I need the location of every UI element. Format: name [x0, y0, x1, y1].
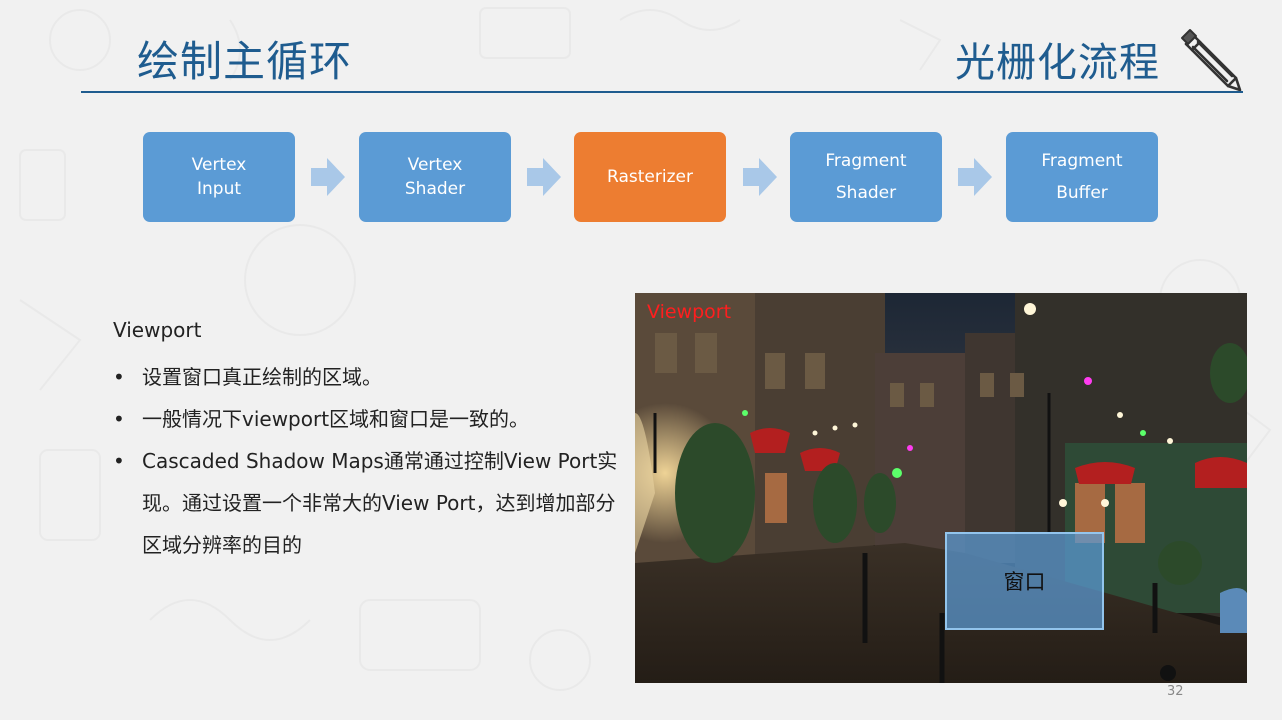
arrow-right-icon — [958, 158, 992, 196]
slide-title: 绘制主循环 — [137, 37, 353, 86]
bullet-icon: • — [113, 407, 125, 431]
bullet-text: 设置窗口真正绘制的区域。 — [142, 365, 382, 389]
viewport-illustration: Viewport 窗口 — [635, 293, 1247, 683]
page-number: 32 — [1167, 684, 1184, 699]
stage-vertex-shader: Vertex Shader — [359, 132, 511, 222]
bullet-icon: • — [113, 365, 125, 389]
viewport-label: Viewport — [647, 301, 732, 323]
bullet-text: Cascaded Shadow Maps通常通过控制View Port实现。通过… — [142, 449, 618, 557]
list-item: • 一般情况下viewport区域和窗口是一致的。 — [113, 398, 623, 440]
pencil-icon — [1181, 29, 1242, 92]
window-region: 窗口 — [945, 532, 1104, 630]
stage-vertex-input: Vertex Input — [143, 132, 295, 222]
stage-rasterizer: Rasterizer — [574, 132, 726, 222]
arrow-right-icon — [311, 158, 345, 196]
arrow-right-icon — [527, 158, 561, 196]
window-label: 窗口 — [1003, 570, 1046, 594]
stage-fragment-shader: Fragment Shader — [790, 132, 942, 222]
bullet-icon: • — [113, 449, 125, 473]
content-heading: Viewport — [113, 318, 202, 342]
street-scene-image — [635, 293, 1247, 683]
title-rule — [81, 91, 1243, 93]
stage-fragment-buffer: Fragment Buffer — [1006, 132, 1158, 222]
section-title: 光栅化流程 — [955, 40, 1160, 86]
list-item: • 设置窗口真正绘制的区域。 — [113, 356, 623, 398]
arrow-right-icon — [743, 158, 777, 196]
bullet-text: 一般情况下viewport区域和窗口是一致的。 — [142, 407, 530, 431]
bullet-list: • 设置窗口真正绘制的区域。 • 一般情况下viewport区域和窗口是一致的。 •… — [113, 356, 623, 566]
list-item: • Cascaded Shadow Maps通常通过控制View Port实现。通… — [113, 440, 623, 566]
